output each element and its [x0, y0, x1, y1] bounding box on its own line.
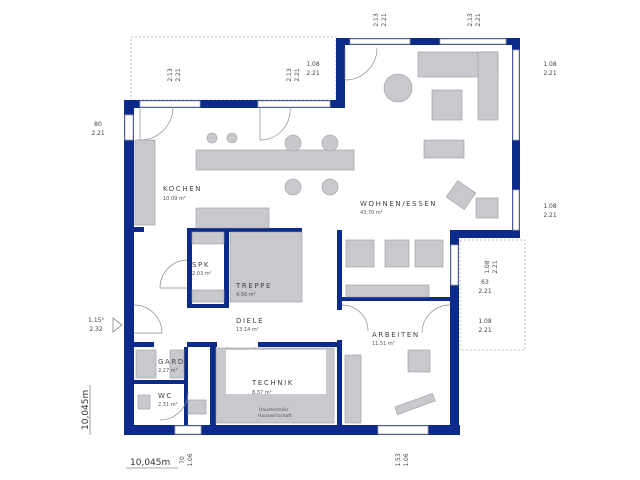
overall-dimensions: 10,045m 10,045m	[81, 385, 178, 469]
overall-depth: 10,045m	[81, 390, 91, 430]
svg-text:2.21: 2.21	[492, 260, 499, 274]
room-name-wc: WC	[158, 392, 173, 400]
room-area-spk: 2.03 m²	[192, 271, 212, 277]
svg-text:2.13: 2.13	[286, 68, 293, 82]
terrace-outline-right	[459, 239, 526, 351]
technik-note-2: Hauswirtschaft	[258, 413, 292, 419]
svg-text:2.21: 2.21	[91, 130, 105, 137]
technik-note-1: Haustechnik/	[259, 407, 289, 413]
svg-text:1.08: 1.08	[543, 61, 557, 68]
svg-text:63: 63	[481, 279, 489, 286]
svg-text:2.21: 2.21	[306, 70, 320, 77]
room-area-kochen: 10.09 m²	[163, 196, 186, 202]
svg-text:2.13: 2.13	[167, 68, 174, 82]
svg-text:2.21: 2.21	[294, 68, 301, 82]
svg-text:80: 80	[94, 121, 102, 128]
windows	[124, 38, 520, 435]
overall-width: 10,045m	[130, 458, 170, 468]
svg-text:2.32: 2.32	[89, 326, 103, 333]
svg-text:2.21: 2.21	[475, 13, 482, 27]
svg-text:2.21: 2.21	[543, 212, 557, 219]
room-name-arbeiten: ARBEITEN	[372, 331, 420, 339]
svg-text:1.08: 1.08	[306, 61, 320, 68]
svg-text:1.08: 1.08	[484, 260, 491, 274]
room-area-wohnen: 43.70 m²	[360, 210, 383, 216]
room-area-treppe: 4.56 m²	[236, 292, 256, 298]
room-name-treppe: TREPPE	[235, 282, 272, 290]
room-area-arbeiten: 11.51 m²	[372, 341, 395, 347]
svg-text:1.06: 1.06	[187, 453, 194, 467]
svg-text:2.21: 2.21	[175, 68, 182, 82]
walls	[124, 38, 520, 435]
svg-text:2.13: 2.13	[467, 13, 474, 27]
svg-text:2.21: 2.21	[543, 70, 557, 77]
room-name-technik: TECHNIK	[251, 379, 294, 387]
room-labels: KOCHEN 10.09 m² WOHNEN/ESSEN 43.70 m² SP…	[158, 185, 437, 419]
svg-text:2.21: 2.21	[478, 327, 492, 334]
svg-text:1.53: 1.53	[395, 453, 402, 467]
terrace-outline	[130, 36, 337, 101]
room-name-spk: SPK	[192, 261, 210, 269]
room-area-technik: 8.37 m²	[252, 390, 272, 396]
svg-text:2.13: 2.13	[373, 13, 380, 27]
room-area-diele: 13.14 m²	[236, 327, 259, 333]
svg-text:1.08: 1.08	[543, 203, 557, 210]
room-area-wc: 2.31 m²	[158, 402, 178, 408]
room-name-wohnen: WOHNEN/ESSEN	[360, 200, 437, 208]
svg-text:2.21: 2.21	[478, 288, 492, 295]
furniture	[134, 51, 499, 424]
svg-text:70: 70	[179, 456, 186, 464]
room-name-kochen: KOCHEN	[163, 185, 202, 193]
room-name-diele: DIELE	[236, 317, 264, 325]
room-area-gard: 2.27 m²	[158, 368, 178, 374]
svg-text:1.08: 1.08	[478, 318, 492, 325]
svg-text:1.15⁵: 1.15⁵	[88, 317, 104, 324]
svg-text:1.06: 1.06	[403, 453, 410, 467]
room-name-gard: GARD.	[158, 358, 189, 366]
svg-text:2.21: 2.21	[381, 13, 388, 27]
